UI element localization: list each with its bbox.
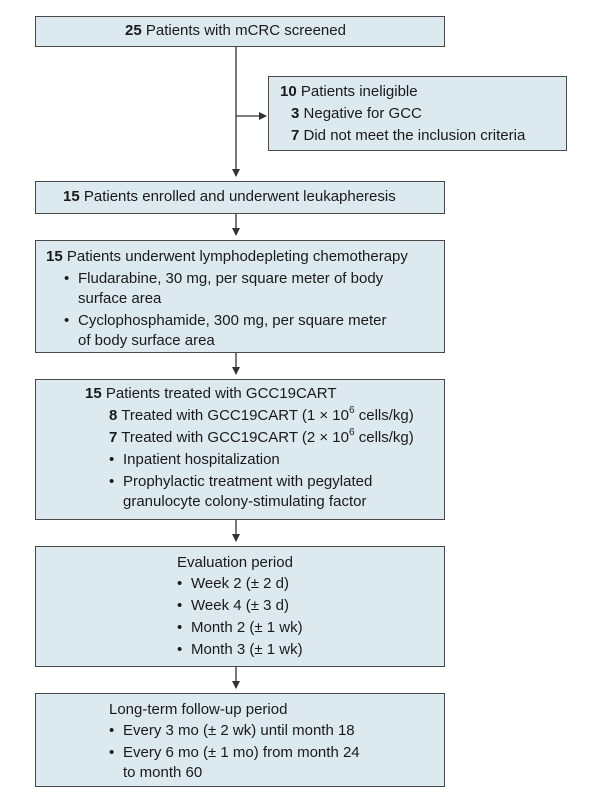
bullet-icon: •: [109, 744, 115, 761]
dose-text: Treated with GCC19CART (1 × 10: [121, 407, 349, 424]
treated-count: 15: [85, 385, 102, 402]
bullet-text: Fludarabine, 30 mg, per square meter of …: [78, 270, 384, 287]
ineligible-item-text: Negative for GCC: [303, 105, 422, 122]
followup-title: Long-term follow-up period: [109, 701, 288, 718]
bullet-icon: •: [177, 575, 183, 592]
dose-count: 8: [109, 407, 118, 424]
followup-item-text-continued: to month 60: [123, 764, 203, 781]
dose-unit: cells/kg): [354, 429, 414, 446]
bullet-icon: •: [177, 597, 183, 614]
ineligible-item-count: 3: [291, 105, 300, 122]
enrolled-count: 15: [63, 188, 80, 205]
evaluation-item-text: Month 3 (± 1 wk): [191, 641, 303, 658]
evaluation-item: • Month 3 (± 1 wk): [177, 640, 303, 660]
bullet-icon: •: [109, 473, 115, 490]
followup-item: • Every 6 mo (± 1 mo) from month 24: [109, 743, 360, 763]
ineligible-box: 10 Patients ineligible 3 Negative for GC…: [268, 76, 567, 151]
dose-unit: cells/kg): [354, 407, 414, 424]
bullet-text: Cyclophosphamide, 300 mg, per square met…: [78, 312, 387, 329]
followup-item: • Every 3 mo (± 2 wk) until month 18: [109, 721, 355, 741]
ineligible-item: 3 Negative for GCC: [291, 104, 422, 124]
bullet-text-continued: granulocyte colony-stimulating factor: [123, 493, 367, 510]
enrolled-text: Patients enrolled and underwent leukaphe…: [83, 188, 396, 205]
chemotherapy-box: 15 Patients underwent lymphodepleting ch…: [35, 240, 445, 353]
ineligible-count: 10: [280, 83, 297, 100]
bullet-item: • Cyclophosphamide, 300 mg, per square me…: [64, 311, 387, 331]
evaluation-box: Evaluation period • Week 2 (± 2 d) • Week …: [35, 546, 445, 667]
chemotherapy-text: Patients underwent lymphodepleting chemo…: [66, 248, 408, 265]
evaluation-item: • Week 2 (± 2 d): [177, 574, 289, 594]
chemotherapy-count: 15: [46, 248, 63, 265]
screened-line: 25 Patients with mCRC screened: [125, 21, 346, 41]
bullet-icon: •: [109, 451, 115, 468]
dose-count: 7: [109, 429, 118, 446]
followup-item-text: Every 6 mo (± 1 mo) from month 24: [123, 744, 360, 761]
dose-text: Treated with GCC19CART (2 × 10: [121, 429, 349, 446]
bullet-item: • Fludarabine, 30 mg, per square meter of…: [64, 269, 383, 289]
screened-box: 25 Patients with mCRC screened: [35, 16, 445, 47]
treated-box: 15 Patients treated with GCC19CART 8 Tre…: [35, 379, 445, 520]
bullet-text: Prophylactic treatment with pegylated: [123, 473, 373, 490]
bullet-icon: •: [177, 619, 183, 636]
bullet-icon: •: [177, 641, 183, 658]
treated-line: 15 Patients treated with GCC19CART: [85, 384, 337, 404]
bullet-icon: •: [109, 722, 115, 739]
bullet-item: • Inpatient hospitalization: [109, 450, 280, 470]
ineligible-text: Patients ineligible: [300, 83, 418, 100]
evaluation-item-text: Week 4 (± 3 d): [191, 597, 289, 614]
bullet-text-continued: of body surface area: [78, 332, 215, 349]
chemotherapy-line: 15 Patients underwent lymphodepleting ch…: [46, 247, 408, 267]
screened-text: Patients with mCRC screened: [145, 22, 346, 39]
treated-text: Patients treated with GCC19CART: [105, 385, 337, 402]
screened-count: 25: [125, 22, 142, 39]
dose-exponent: 6: [349, 427, 355, 438]
bullet-text: Inpatient hospitalization: [123, 451, 280, 468]
enrolled-box: 15 Patients enrolled and underwent leuka…: [35, 181, 445, 214]
evaluation-title: Evaluation period: [177, 554, 293, 571]
dose-line-1: 8 Treated with GCC19CART (1 × 106 cells/…: [109, 406, 414, 426]
dose-exponent: 6: [349, 405, 355, 416]
evaluation-item: • Week 4 (± 3 d): [177, 596, 289, 616]
ineligible-item-text: Did not meet the inclusion criteria: [303, 127, 526, 144]
enrolled-line: 15 Patients enrolled and underwent leuka…: [63, 187, 396, 207]
bullet-item: • Prophylactic treatment with pegylated: [109, 472, 372, 492]
ineligible-line: 10 Patients ineligible: [280, 82, 418, 102]
followup-box: Long-term follow-up period • Every 3 mo (…: [35, 693, 445, 787]
bullet-text-continued: surface area: [78, 290, 162, 307]
dose-line-2: 7 Treated with GCC19CART (2 × 106 cells/…: [109, 428, 414, 448]
bullet-icon: •: [64, 312, 70, 329]
ineligible-item-count: 7: [291, 127, 300, 144]
ineligible-item: 7 Did not meet the inclusion criteria: [291, 126, 525, 146]
bullet-icon: •: [64, 270, 70, 287]
followup-item-text: Every 3 mo (± 2 wk) until month 18: [123, 722, 355, 739]
evaluation-item: • Month 2 (± 1 wk): [177, 618, 303, 638]
evaluation-item-text: Week 2 (± 2 d): [191, 575, 289, 592]
evaluation-item-text: Month 2 (± 1 wk): [191, 619, 303, 636]
